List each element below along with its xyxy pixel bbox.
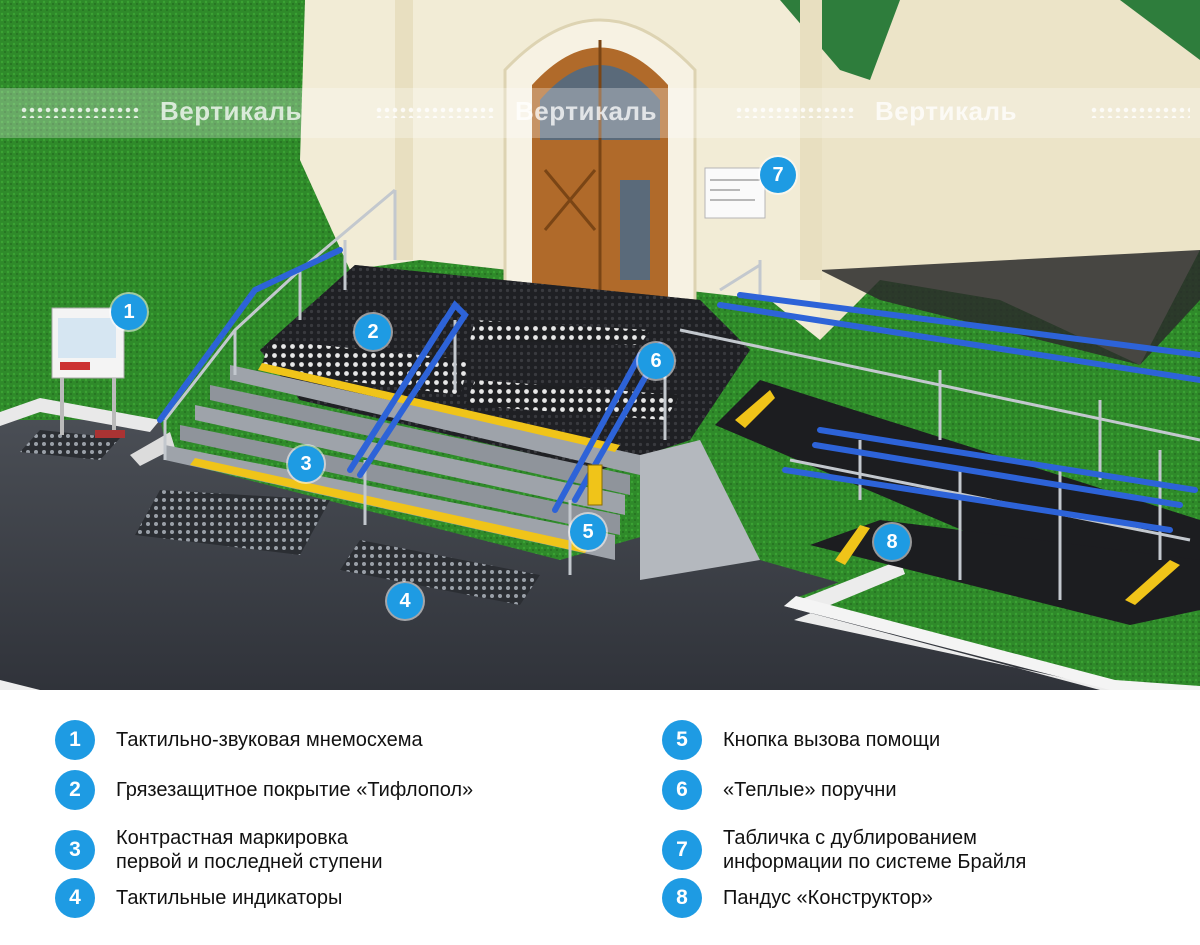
watermark-text-3: Вертикаль <box>875 96 1017 126</box>
legend-badge-1: 1 <box>55 720 95 760</box>
scene-drawing <box>0 0 1200 690</box>
help-call-button <box>587 464 603 506</box>
legend-item-2: 2 Грязезащитное покрытие «Тифлопол» <box>55 770 473 810</box>
legend-label-4: Тактильные индикаторы <box>116 887 343 909</box>
marker-4: 4 <box>387 583 423 619</box>
marker-3: 3 <box>288 446 324 482</box>
legend-label-3: Контрастная маркировка первой и последне… <box>116 827 383 873</box>
tiflopol-tactile-mat <box>260 340 470 395</box>
marker-8: 8 <box>874 524 910 560</box>
legend-badge-3: 3 <box>55 830 95 870</box>
legend-item-3: 3 Контрастная маркировка первой и послед… <box>55 826 382 874</box>
legend-badge-7: 7 <box>662 830 702 870</box>
legend-item-1: 1 Тактильно-звуковая мнемосхема <box>55 720 423 760</box>
curb-right <box>784 560 1120 690</box>
legend-badge-6: 6 <box>662 770 702 810</box>
curb-left <box>0 398 160 432</box>
legend-badge-8: 8 <box>662 878 702 918</box>
legend-badge-5: 5 <box>662 720 702 760</box>
legend-label-8: Пандус «Конструктор» <box>723 887 933 909</box>
legend-item-4: 4 Тактильные индикаторы <box>55 878 342 918</box>
warm-handrails <box>157 247 1200 533</box>
marker-7: 7 <box>760 157 796 193</box>
watermark-band: Вертикаль Вертикаль Вертикаль <box>0 88 1200 138</box>
legend-badge-2: 2 <box>55 770 95 810</box>
marker-6: 6 <box>638 343 674 379</box>
legend-label-6: «Теплые» поручни <box>723 779 897 801</box>
braille-sign <box>704 167 766 219</box>
watermark-text-2: Вертикаль <box>515 96 657 126</box>
legend-label-7: Табличка с дублированием информации по с… <box>723 827 1027 873</box>
tactile-indicator-1 <box>135 490 330 555</box>
legend-badge-4: 4 <box>55 878 95 918</box>
legend-item-5: 5 Кнопка вызова помощи <box>662 720 940 760</box>
tactile-indicator-2 <box>340 540 540 605</box>
step-marking-bottom <box>190 458 590 553</box>
marker-2: 2 <box>355 314 391 350</box>
legend: 1 Тактильно-звуковая мнемосхема 2 Грязез… <box>0 690 1200 945</box>
illustration: Вертикаль Вертикаль Вертикаль 1 2 3 4 5 … <box>0 0 1200 690</box>
legend-item-6: 6 «Теплые» поручни <box>662 770 897 810</box>
step-marking-top <box>258 363 620 452</box>
legend-label-2: Грязезащитное покрытие «Тифлопол» <box>116 779 474 801</box>
legend-item-8: 8 Пандус «Конструктор» <box>662 878 933 918</box>
marker-5: 5 <box>570 514 606 550</box>
watermark-text-1: Вертикаль <box>160 96 302 126</box>
legend-item-7: 7 Табличка с дублированием информации по… <box>662 826 1026 874</box>
legend-label-1: Тактильно-звуковая мнемосхема <box>116 729 423 751</box>
marker-1: 1 <box>111 294 147 330</box>
legend-label-5: Кнопка вызова помощи <box>723 729 941 751</box>
